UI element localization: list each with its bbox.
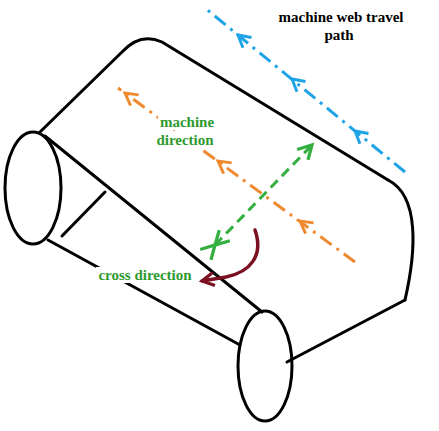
arrow-head bbox=[238, 35, 250, 45]
travel-path-arrows bbox=[205, 8, 405, 172]
label-text: machine web travel path bbox=[277, 9, 404, 43]
web-bottom-edge bbox=[48, 240, 240, 345]
arrow-head bbox=[300, 221, 312, 230]
arrow-head bbox=[218, 161, 230, 170]
arrow-head bbox=[215, 234, 226, 245]
cross-direction-leader bbox=[202, 230, 258, 281]
web-front-edge bbox=[45, 136, 262, 312]
web-right-edge bbox=[287, 300, 405, 362]
direction-label: cross direction bbox=[95, 266, 195, 284]
arrow-head bbox=[355, 131, 367, 141]
left-roller-end bbox=[5, 132, 61, 244]
right-roller-end bbox=[238, 311, 292, 421]
web-underside-line bbox=[62, 192, 105, 236]
arrow-head bbox=[292, 79, 304, 89]
machine-direction-arrows bbox=[118, 88, 355, 262]
arrow-head bbox=[125, 93, 137, 102]
cross-direction-arrow bbox=[215, 145, 312, 245]
travel-path-line bbox=[205, 8, 405, 172]
path-label: machine web travel path bbox=[262, 8, 418, 44]
label-text: cross direction bbox=[96, 267, 193, 283]
machine-direction-line bbox=[118, 88, 355, 262]
right-roller-curve bbox=[388, 180, 413, 300]
direction-label: machine direction bbox=[136, 113, 236, 149]
label-text: machine direction bbox=[156, 114, 215, 148]
